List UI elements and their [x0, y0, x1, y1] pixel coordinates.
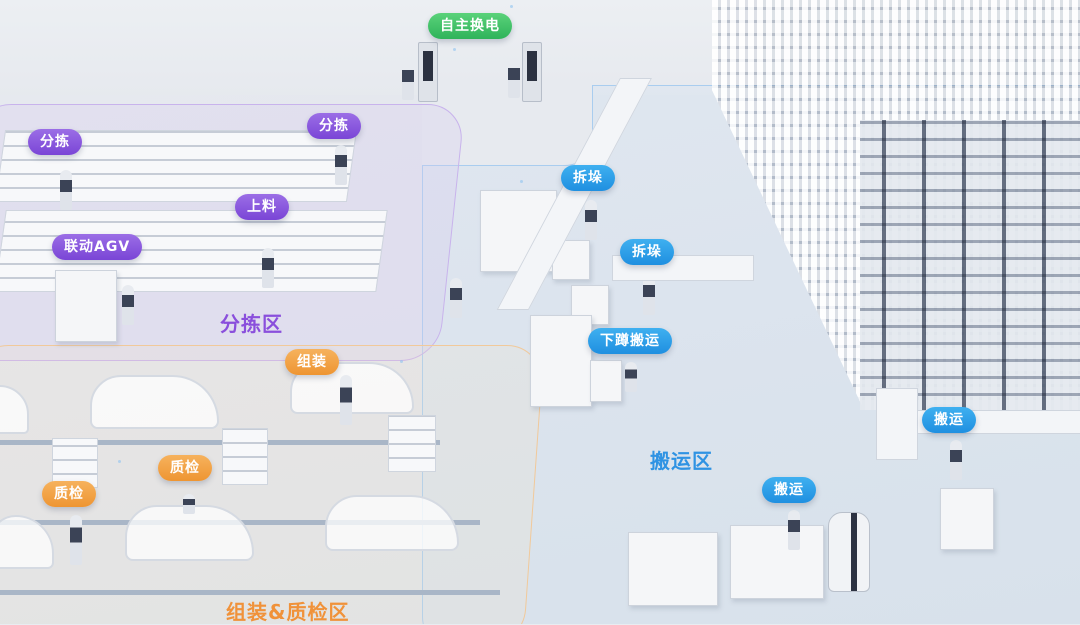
badge-agv-link: 联动AGV [52, 234, 143, 260]
charging-station [522, 42, 542, 102]
robot [643, 275, 655, 315]
sparkle [118, 460, 121, 463]
zone-label-assembly-qc: 组装&质检区 [226, 600, 350, 624]
robot [70, 515, 82, 565]
cart [730, 525, 824, 599]
robot [625, 362, 637, 392]
badge-squat-carry: 下蹲搬运 [588, 328, 672, 354]
assembly-rail [0, 590, 500, 595]
parts-rack [52, 438, 98, 488]
robot [508, 58, 520, 98]
badge-carry: 搬运 [922, 407, 976, 433]
badge-carry: 搬运 [762, 477, 816, 503]
conveyor [876, 388, 918, 460]
agv-vehicle [828, 512, 870, 592]
robot [402, 60, 414, 100]
badge-sort: 分拣 [307, 113, 361, 139]
robot [262, 248, 274, 288]
robot [788, 510, 800, 550]
zone-label-sorting: 分拣区 [220, 312, 283, 336]
charging-station [418, 42, 438, 102]
robot [122, 285, 134, 325]
assembly-rail [0, 440, 440, 445]
robot [450, 278, 462, 318]
badge-qc: 质检 [158, 455, 212, 481]
robot [60, 170, 72, 210]
back-wall [0, 0, 720, 100]
cart [628, 532, 718, 606]
car-body [325, 495, 459, 551]
badge-assemble: 组装 [285, 349, 339, 375]
badge-sort: 分拣 [28, 129, 82, 155]
handling-zone-notch [422, 85, 593, 166]
sparkle [453, 48, 456, 51]
sparkle [510, 5, 513, 8]
parts-rack [388, 415, 436, 472]
parts-rack [222, 428, 268, 485]
pallet-stack [530, 315, 592, 407]
robot [340, 375, 352, 425]
badge-destack: 拆垛 [620, 239, 674, 265]
sparkle [400, 360, 403, 363]
robot [585, 200, 597, 240]
badge-destack: 拆垛 [561, 165, 615, 191]
robot [183, 494, 195, 514]
robot [335, 145, 347, 185]
storage-rack-front [860, 120, 1080, 410]
badge-battery-swap: 自主换电 [428, 13, 512, 39]
robot [950, 440, 962, 480]
car-body [90, 375, 219, 429]
pallet-stack [590, 360, 622, 402]
zone-label-handling: 搬运区 [650, 449, 713, 473]
badge-qc: 质检 [42, 481, 96, 507]
badge-load: 上料 [235, 194, 289, 220]
pallet-stack [940, 488, 994, 550]
sparkle [520, 180, 523, 183]
crate-stack [55, 270, 117, 342]
